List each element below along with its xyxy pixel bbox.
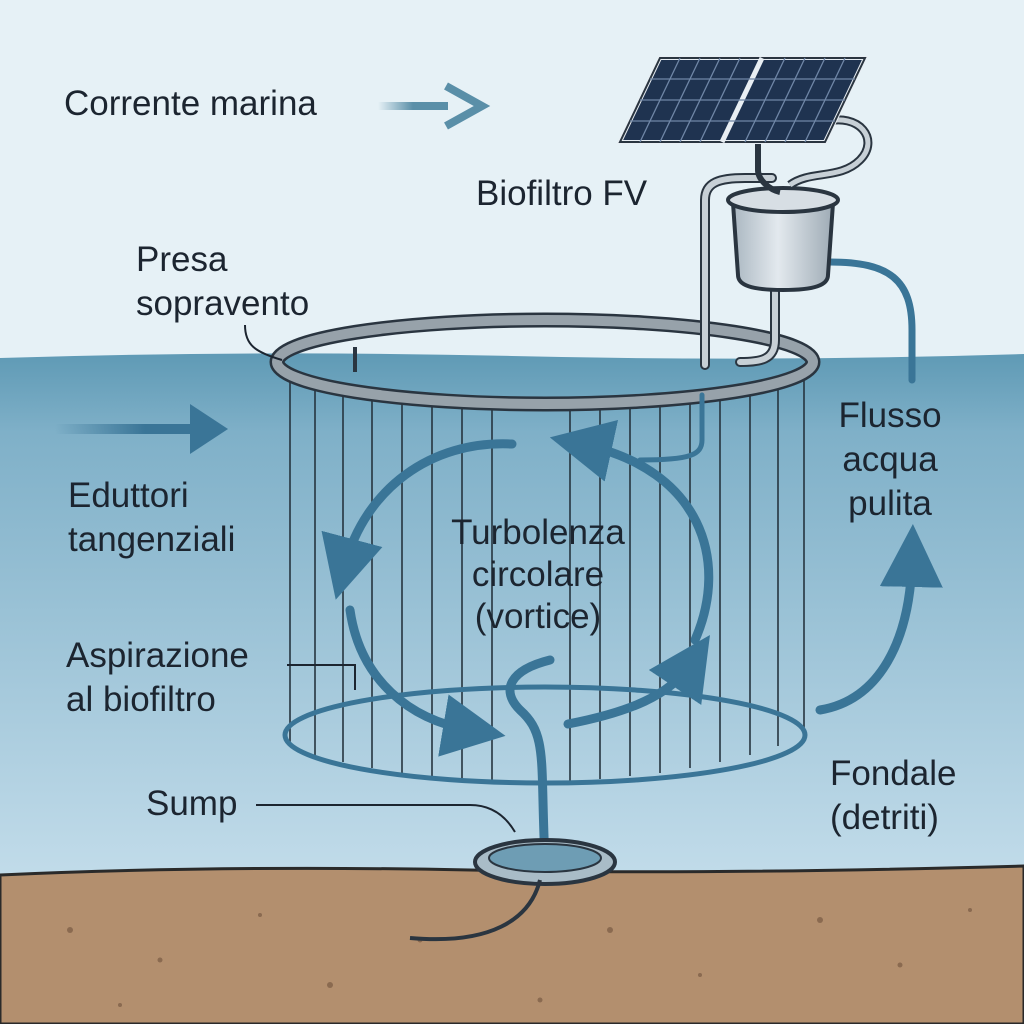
label-aspirazione-biofiltro: Aspirazione al biofiltro xyxy=(66,636,249,719)
seabed-debris xyxy=(67,908,972,1007)
eductor-inflow-arrow xyxy=(55,404,228,454)
label-presa-sopravento: Presa sopravento xyxy=(136,240,310,323)
label-fondale-detriti: Fondale (detriti) xyxy=(830,754,957,837)
label-biofiltro-fv: Biofiltro FV xyxy=(476,174,648,213)
sump xyxy=(409,838,617,942)
label-corrente-marina: Corrente marina xyxy=(64,84,317,123)
label-turbolenza-circolare: Turbolenza circolare (vortice) xyxy=(451,513,625,636)
solar-panel-icon xyxy=(616,56,873,195)
seabed xyxy=(0,864,1024,1024)
label-eduttori-tangenziali: Eduttori tangenziali xyxy=(68,476,236,559)
top-floating-ring xyxy=(269,312,821,412)
label-sump: Sump xyxy=(146,784,238,823)
sea-water xyxy=(0,353,1024,880)
label-flusso-acqua-pulita: Flusso acqua pulita xyxy=(838,396,942,523)
biofilter-pipes xyxy=(637,173,916,463)
vortex-arrows xyxy=(321,419,943,865)
leader-lines xyxy=(244,324,516,833)
current-arrow-icon xyxy=(378,82,491,130)
biofilter-tank-icon xyxy=(726,186,840,293)
